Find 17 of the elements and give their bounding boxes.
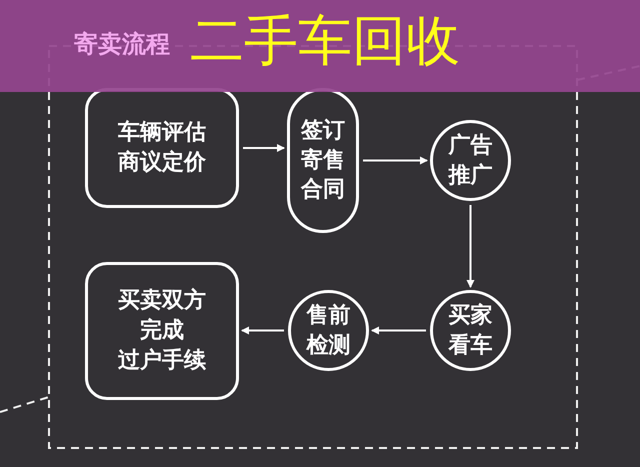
arrow	[241, 326, 284, 334]
step-circle	[430, 120, 511, 201]
step-text: 车辆评估商议定价	[118, 119, 206, 177]
arrow	[371, 326, 426, 334]
step-text: 广告推广	[448, 132, 492, 190]
step-text: 售前检测	[306, 302, 350, 360]
step-circle	[288, 290, 369, 371]
step-text: 买家看车	[448, 302, 492, 360]
arrow	[363, 156, 428, 164]
step-circle	[430, 290, 511, 371]
step-box	[85, 262, 239, 400]
arrow	[466, 205, 474, 288]
section-heading: 寄卖流程	[74, 29, 170, 60]
title: 二手车回收	[190, 8, 460, 74]
arrow	[243, 144, 285, 152]
step-text: 买卖双方完成过户手续	[118, 286, 206, 375]
step-text: 签订寄售合同	[301, 116, 345, 204]
